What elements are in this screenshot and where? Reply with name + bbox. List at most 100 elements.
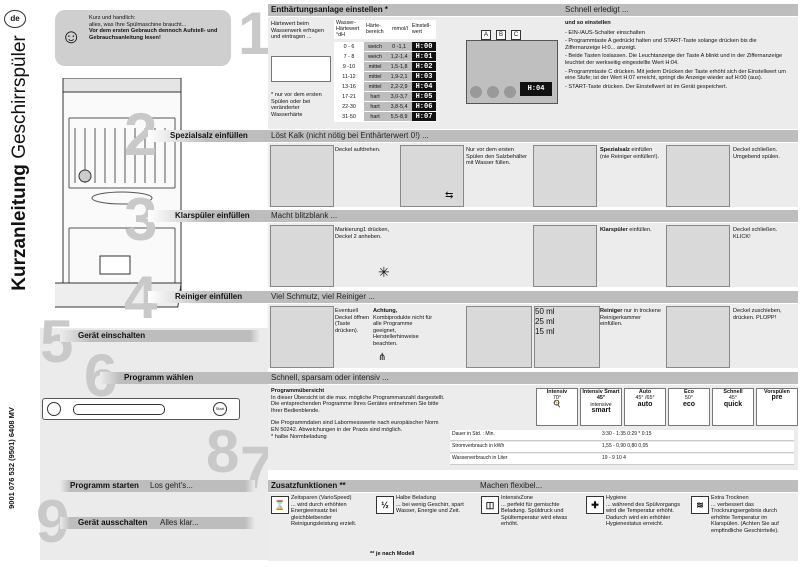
rinse-text-1: Markierung1 drücken, Deckel 2 anheben. <box>335 227 390 240</box>
consumption-value: 19 - 9 10 4 <box>602 455 626 461</box>
dh-cell: 31-50 <box>334 111 364 122</box>
dishwasher-illustration <box>42 77 190 310</box>
program-name: Intensiv Smart 45° <box>582 389 620 402</box>
detergent-text-3-rest: nur in trockene Reinigerkammer einfüllen… <box>600 308 661 328</box>
overview-title: Programmübersicht <box>271 388 325 394</box>
setting-display: H:04 <box>520 82 552 96</box>
step2-sub: Löst Kalk (nicht nötig bei Enthärterwert… <box>271 131 429 140</box>
setting-cell: H:03 <box>412 71 436 82</box>
detergent-open-illustration <box>270 306 334 368</box>
mmol-cell: 1,5-1,8 <box>386 61 412 72</box>
🍳-icon: 🍳 <box>552 400 562 408</box>
smart-icon: smart <box>591 407 611 415</box>
salt-water-illustration <box>400 145 464 207</box>
detergent-text-3-bold: Reiniger <box>600 308 623 314</box>
function-text: ... verbessert das Trocknungsergebnis du… <box>711 501 779 534</box>
step4-bar <box>148 291 798 303</box>
function-description: IntensivZone... perfekt für gemischte Be… <box>501 495 581 528</box>
step5-title: Gerät einschalten <box>78 331 146 340</box>
hardness-table: Wasser-Härtewert °dH Härte-bereich mmol/… <box>334 20 436 39</box>
intro-line2: alles, was Ihre Spülmaschine braucht... <box>89 21 187 28</box>
salt-text-4: Deckel schließen. Umgebend spülen. <box>733 147 780 160</box>
vertical-title: Kurzanleitung Geschirrspüler <box>7 33 33 293</box>
detergent-text-3: Reiniger nur in trockene Reinigerkammer … <box>600 308 662 328</box>
howto-step: - Programmtaste A gedrückt halten und ST… <box>565 38 757 51</box>
program-button-c[interactable] <box>504 86 516 98</box>
function-text: ... während des Spülvorgangs wird die Te… <box>606 501 681 528</box>
function-description: Hygiene... während des Spülvorgangs wird… <box>606 495 686 528</box>
step1-sub: Schnell erledigt ... <box>565 5 629 14</box>
start-title: Programm starten <box>70 481 139 490</box>
step6-bar <box>100 372 798 384</box>
detergent-text-2-rest: Kombiprodukte nicht für alle Programme g… <box>373 314 433 347</box>
half-load-icon: ½ <box>376 496 394 514</box>
power-button[interactable] <box>47 402 61 416</box>
smiley-icon: ☺ <box>61 26 82 48</box>
step7-title: Zusatzfunktionen ** <box>271 481 346 490</box>
overview-text: In dieser Übersicht ist die max. möglich… <box>271 394 445 414</box>
detergent-close-illustration <box>666 306 730 368</box>
function-title: Extra Trocknen <box>711 495 749 501</box>
setting-cell: H:00 <box>412 42 436 52</box>
program-button-a[interactable] <box>470 86 482 98</box>
setting-cell: H:04 <box>412 81 436 92</box>
vertical-title-light: Geschirrspüler <box>9 35 30 159</box>
pre-icon: pre <box>771 394 783 402</box>
salt-text-3: Spezialsalz einfüllen (nie Reiniger einf… <box>600 147 662 160</box>
function-description: Extra Trocknen... verbessert das Trocknu… <box>711 495 791 535</box>
salt-text-3-bold: Spezialsalz <box>600 147 630 153</box>
step7-panel <box>268 493 798 561</box>
setting-cell: H:02 <box>412 61 436 72</box>
auto-icon: auto <box>637 400 653 408</box>
button-label-a: A <box>481 30 491 40</box>
step2-title: Spezialsalz einfüllen <box>170 131 248 140</box>
button-label-b: B <box>496 30 506 40</box>
off-sub: Alles klar... <box>160 518 199 527</box>
salt-arrow-icon: ⇆ <box>445 190 454 201</box>
dh-cell: 11-12 <box>334 71 364 82</box>
variospeed-icon: ⌛ <box>271 496 289 514</box>
rinse-text-3: Deckel schließen. KLICK! <box>733 227 778 240</box>
setting-cell: H:05 <box>412 91 436 102</box>
start-button[interactable]: Start <box>213 402 227 416</box>
program-name: Vorspülen <box>764 389 790 395</box>
program-temp: 45° <box>728 395 738 402</box>
program-temp: intensive <box>590 401 612 408</box>
mmol-cell: 1,9-2,1 <box>386 71 412 82</box>
salt-text-3-rest: einfüllen (nie Reiniger einfüllen!). <box>600 147 660 160</box>
hardness-entry-box[interactable] <box>271 56 331 82</box>
rinse-text-2-bold: Klarspüler <box>600 227 628 233</box>
col-header: Wasser-Härtewert °dH <box>334 20 364 39</box>
howto-step: - Beide Tasten loslassen. Die Leuchtanze… <box>565 53 783 66</box>
hygiene-icon: ✚ <box>586 496 604 514</box>
intro-bold: Vor dem ersten Gebrauch dennoch Aufstell… <box>89 28 218 41</box>
step6-sub: Schnell, sparsam oder intensiv ... <box>271 373 389 382</box>
program-button-b[interactable] <box>487 86 499 98</box>
step1-title: Enthärtungsanlage einstellen * <box>271 5 388 14</box>
range-cell: mittel <box>364 61 387 72</box>
doc-number: 9001 076 532 (9501) 6408 MV <box>7 407 16 509</box>
functions-footnote: ** je nach Modell <box>370 551 415 557</box>
function-text: ... bei wenig Geschirr, spart Wasser, En… <box>396 501 464 515</box>
program-temp: 70° <box>552 395 562 402</box>
dh-cell: 13-16 <box>334 81 364 92</box>
range-cell: weich <box>364 51 387 62</box>
norm-note: * halbe Normbeladung <box>271 433 327 440</box>
ml-mark: 25 ml <box>535 317 555 326</box>
step7-bar <box>268 480 798 492</box>
rinse-fill-illustration <box>533 225 597 287</box>
function-title: Hygiene <box>606 495 627 501</box>
consumption-label: Stromverbrauch in kWh <box>452 443 505 449</box>
howto-title: und so einstellen <box>565 20 611 26</box>
hardness-left-text: Härtewert beim Wasserwerk erfragen und e… <box>271 21 324 41</box>
step-number-8: 8 <box>206 418 240 485</box>
program-buttons[interactable] <box>73 404 165 415</box>
button-label-c: C <box>511 30 521 40</box>
function-text: ... perfekt für gemischte Beladung. Spül… <box>501 501 568 528</box>
range-cell: hart <box>364 91 387 102</box>
function-title: Halbe Beladung <box>396 495 436 501</box>
